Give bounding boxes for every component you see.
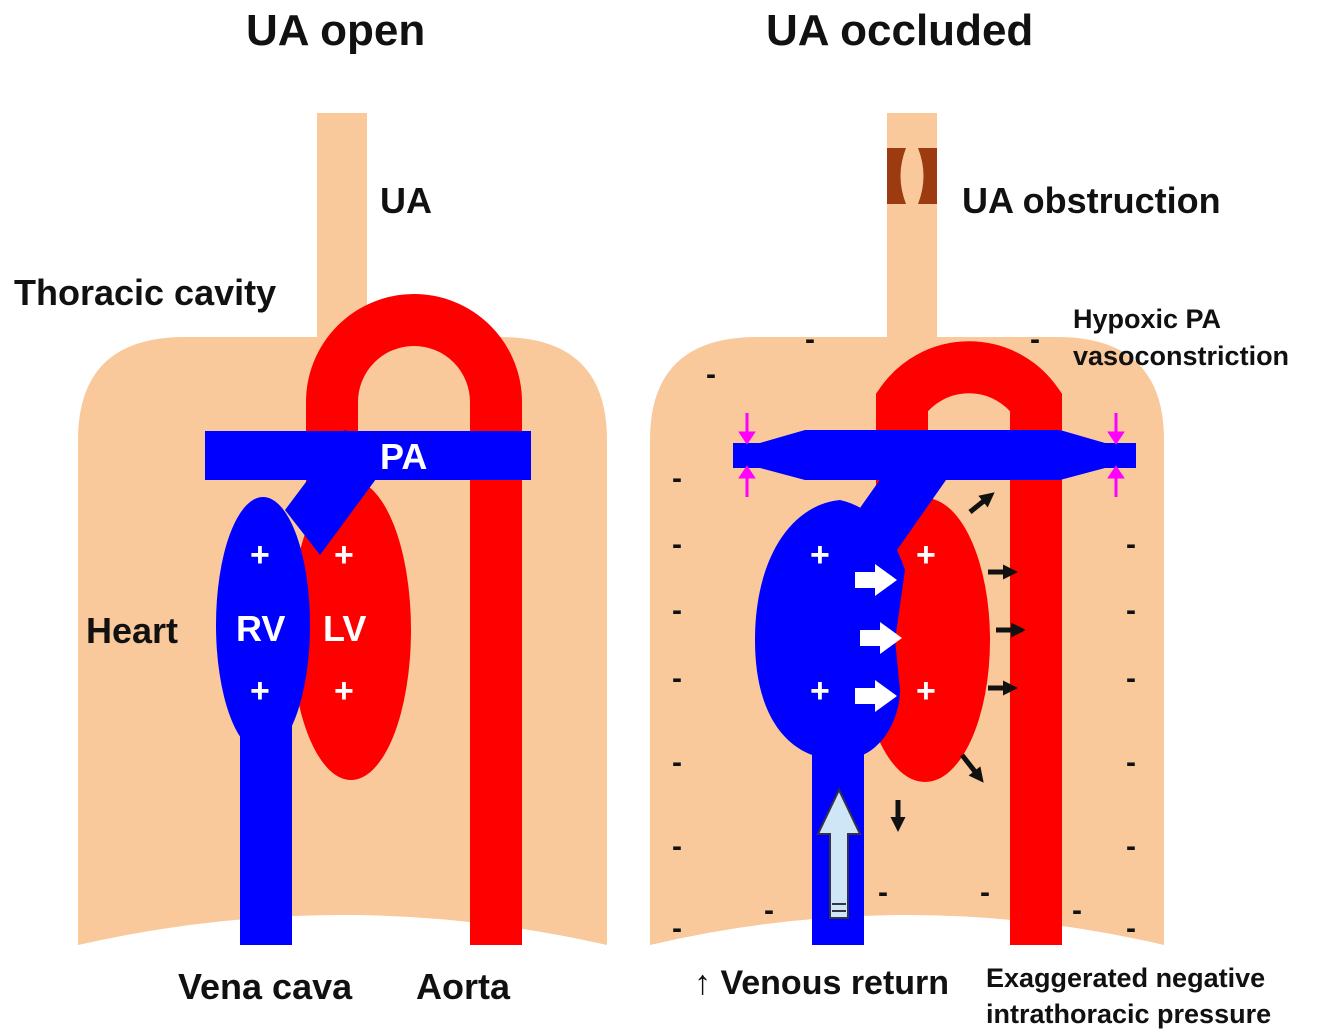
neg-sign: - xyxy=(672,748,682,778)
neg-sign: - xyxy=(980,878,990,908)
left-panel-title: UA open xyxy=(246,6,425,56)
neg-sign: - xyxy=(706,360,716,390)
left-rv-plus-top: + xyxy=(250,536,270,575)
neg-sign: - xyxy=(672,464,682,494)
aorta-label: Aorta xyxy=(416,966,510,1008)
thoracic-cavity-label: Thoracic cavity xyxy=(14,272,276,314)
neg-sign: - xyxy=(1030,325,1040,355)
left-rv-plus-bottom: + xyxy=(250,672,270,711)
right-panel-graphics xyxy=(650,113,1164,945)
hypoxic-label-line1: Hypoxic PA xyxy=(1073,301,1221,337)
neg-sign: - xyxy=(1126,748,1136,778)
rv-label: RV xyxy=(236,608,285,650)
neg-sign: - xyxy=(1072,896,1082,926)
right-lv-plus-top: + xyxy=(916,536,936,575)
pa-label: PA xyxy=(380,436,427,478)
neg-sign: - xyxy=(878,878,888,908)
neg-sign: - xyxy=(1126,596,1136,626)
neg-sign: - xyxy=(672,664,682,694)
neg-sign: - xyxy=(1126,664,1136,694)
heart-label: Heart xyxy=(86,610,178,652)
right-rv-plus-top: + xyxy=(810,536,830,575)
left-panel-graphics xyxy=(78,113,607,945)
neg-sign: - xyxy=(672,596,682,626)
pressure-label-line2: intrathoracic pressure xyxy=(986,996,1271,1032)
right-airway xyxy=(887,113,937,343)
lv-label: LV xyxy=(323,608,366,650)
left-lv-plus-bottom: + xyxy=(334,672,354,711)
neg-sign: - xyxy=(672,832,682,862)
hypoxic-label-line2: vasoconstriction xyxy=(1073,338,1289,374)
pressure-label-line1: Exaggerated negative xyxy=(986,960,1265,996)
neg-sign: - xyxy=(1126,832,1136,862)
neg-sign: - xyxy=(764,896,774,926)
neg-sign: - xyxy=(672,914,682,944)
right-rv-plus-bottom: + xyxy=(810,672,830,711)
neg-sign: - xyxy=(672,530,682,560)
neg-sign: - xyxy=(1126,530,1136,560)
left-airway xyxy=(317,113,367,343)
ua-label: UA xyxy=(380,180,432,222)
left-lv-plus-top: + xyxy=(334,536,354,575)
right-panel-title: UA occluded xyxy=(766,6,1033,56)
ua-obstruction-label: UA obstruction xyxy=(962,180,1221,222)
venous-return-label: ↑ Venous return xyxy=(694,964,949,1003)
neg-sign: - xyxy=(805,325,815,355)
right-lv-plus-bottom: + xyxy=(916,672,936,711)
vena-cava-label: Vena cava xyxy=(178,966,352,1008)
neg-sign: - xyxy=(1126,914,1136,944)
